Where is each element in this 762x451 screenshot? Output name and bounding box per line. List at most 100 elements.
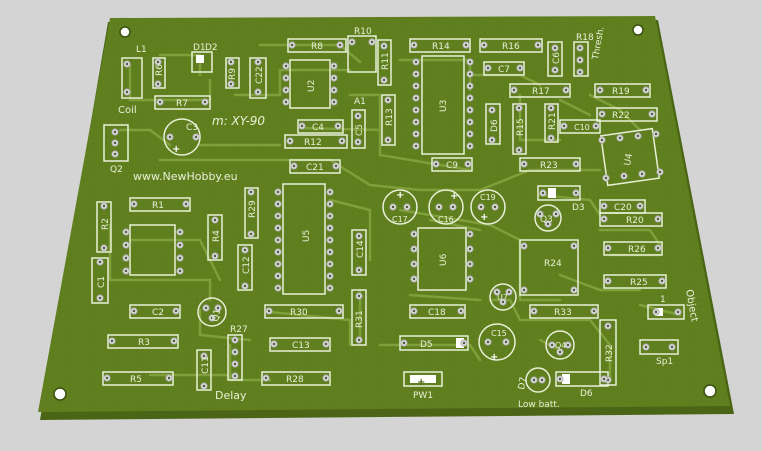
r6-outline (152, 57, 166, 89)
label-r6: R6 (155, 64, 165, 76)
label-q4: Q4 (555, 341, 566, 350)
label-r11: R11 (381, 52, 391, 70)
pad-hole (324, 376, 328, 380)
u3-outline (421, 55, 465, 155)
pad-hole (125, 62, 129, 66)
c1-outline (91, 257, 109, 304)
components (91, 35, 685, 393)
pad-hole (486, 340, 490, 344)
label-r12: R12 (304, 138, 322, 148)
pad-hole (276, 238, 280, 242)
pad-hole (405, 205, 409, 209)
pad-hole (479, 205, 483, 209)
pad-hole (203, 100, 207, 104)
label-c7: C7 (498, 65, 510, 75)
r18-outline (573, 41, 589, 77)
r15-outline (512, 103, 527, 155)
pad-hole (284, 76, 288, 80)
pad-hole (490, 108, 494, 112)
pad-hole (437, 205, 441, 209)
pad-hole (167, 376, 171, 380)
r4-outline (207, 214, 223, 261)
pad-hole (213, 254, 217, 258)
label-r27: R27 (230, 325, 248, 335)
pad-hole (600, 112, 604, 116)
pad-hole (572, 288, 576, 292)
c10-outline (559, 119, 601, 134)
pad-hole (324, 342, 328, 346)
r10-outline (347, 35, 377, 73)
label-c21: C21 (306, 163, 324, 173)
label-c1: C1 (97, 276, 107, 288)
r24-outline (519, 239, 579, 296)
board-website: www.NewHobby.eu (133, 170, 238, 183)
r19-outline (594, 83, 651, 98)
pad-hole (660, 279, 664, 283)
pad-hole (156, 60, 160, 64)
c15-outline (478, 323, 516, 361)
pad-hole (564, 88, 568, 92)
pad-hole (178, 243, 182, 247)
label-r22: R22 (612, 111, 630, 121)
c22-outline (249, 57, 267, 99)
pad-hole (546, 222, 550, 226)
r7-outline (154, 95, 211, 110)
pad-hole (386, 138, 390, 142)
label-q2: Q2 (110, 165, 123, 175)
label-r18: R18 (576, 33, 594, 43)
pad-hole (468, 144, 472, 148)
pad-hole (168, 135, 172, 139)
pad-hole (272, 342, 276, 346)
label-r24: R24 (544, 259, 562, 269)
pad-hole (602, 217, 606, 221)
r25-outline (603, 274, 667, 289)
pad-hole (328, 226, 332, 230)
pad-hole (98, 260, 102, 264)
pad-hole (113, 130, 117, 134)
pad-hole (328, 250, 332, 254)
pad-hole (574, 162, 578, 166)
r21-outline (544, 103, 559, 143)
pad-hole (357, 338, 361, 342)
q3-outline (534, 204, 562, 232)
pad-hole (328, 214, 332, 218)
pad-hole (462, 341, 466, 345)
pad-hole (574, 191, 578, 195)
pad-hole (210, 316, 214, 320)
c7-outline (483, 61, 525, 76)
pad-hole (464, 43, 468, 47)
pad-hole (538, 212, 542, 216)
r12-outline (284, 134, 348, 149)
pad-hole (184, 202, 188, 206)
pad-hole (490, 138, 494, 142)
pad-hole (468, 108, 472, 112)
pad-hole (578, 58, 582, 62)
pad-hole (132, 309, 136, 313)
label-d6a: D6 (490, 119, 500, 132)
pad-hole (598, 88, 602, 92)
pad-hole (172, 339, 176, 343)
pad-hole (350, 40, 354, 44)
pad-hole (644, 345, 648, 349)
label-r1: R1 (152, 201, 164, 211)
pad-hole (572, 244, 576, 248)
label-r13: R13 (385, 108, 395, 126)
object-connector-outline (647, 304, 685, 320)
u4-outline (599, 127, 661, 187)
label-r4: R4 (212, 230, 222, 242)
u7-outline (489, 283, 517, 311)
pad-hole (174, 309, 178, 313)
label-c3: C3 (186, 123, 198, 133)
svg-text:+: + (480, 212, 488, 223)
label-sp1: Sp1 (656, 357, 673, 367)
pad-hole (493, 205, 497, 209)
pad-hole (602, 204, 606, 208)
pad-hole (414, 132, 418, 136)
label-c15: C15 (491, 329, 507, 338)
label-c22: C22 (255, 66, 265, 84)
pad-hole (124, 230, 128, 234)
pad-hole (290, 43, 294, 47)
pad-hole (178, 256, 182, 260)
sp1-outline (639, 339, 679, 355)
